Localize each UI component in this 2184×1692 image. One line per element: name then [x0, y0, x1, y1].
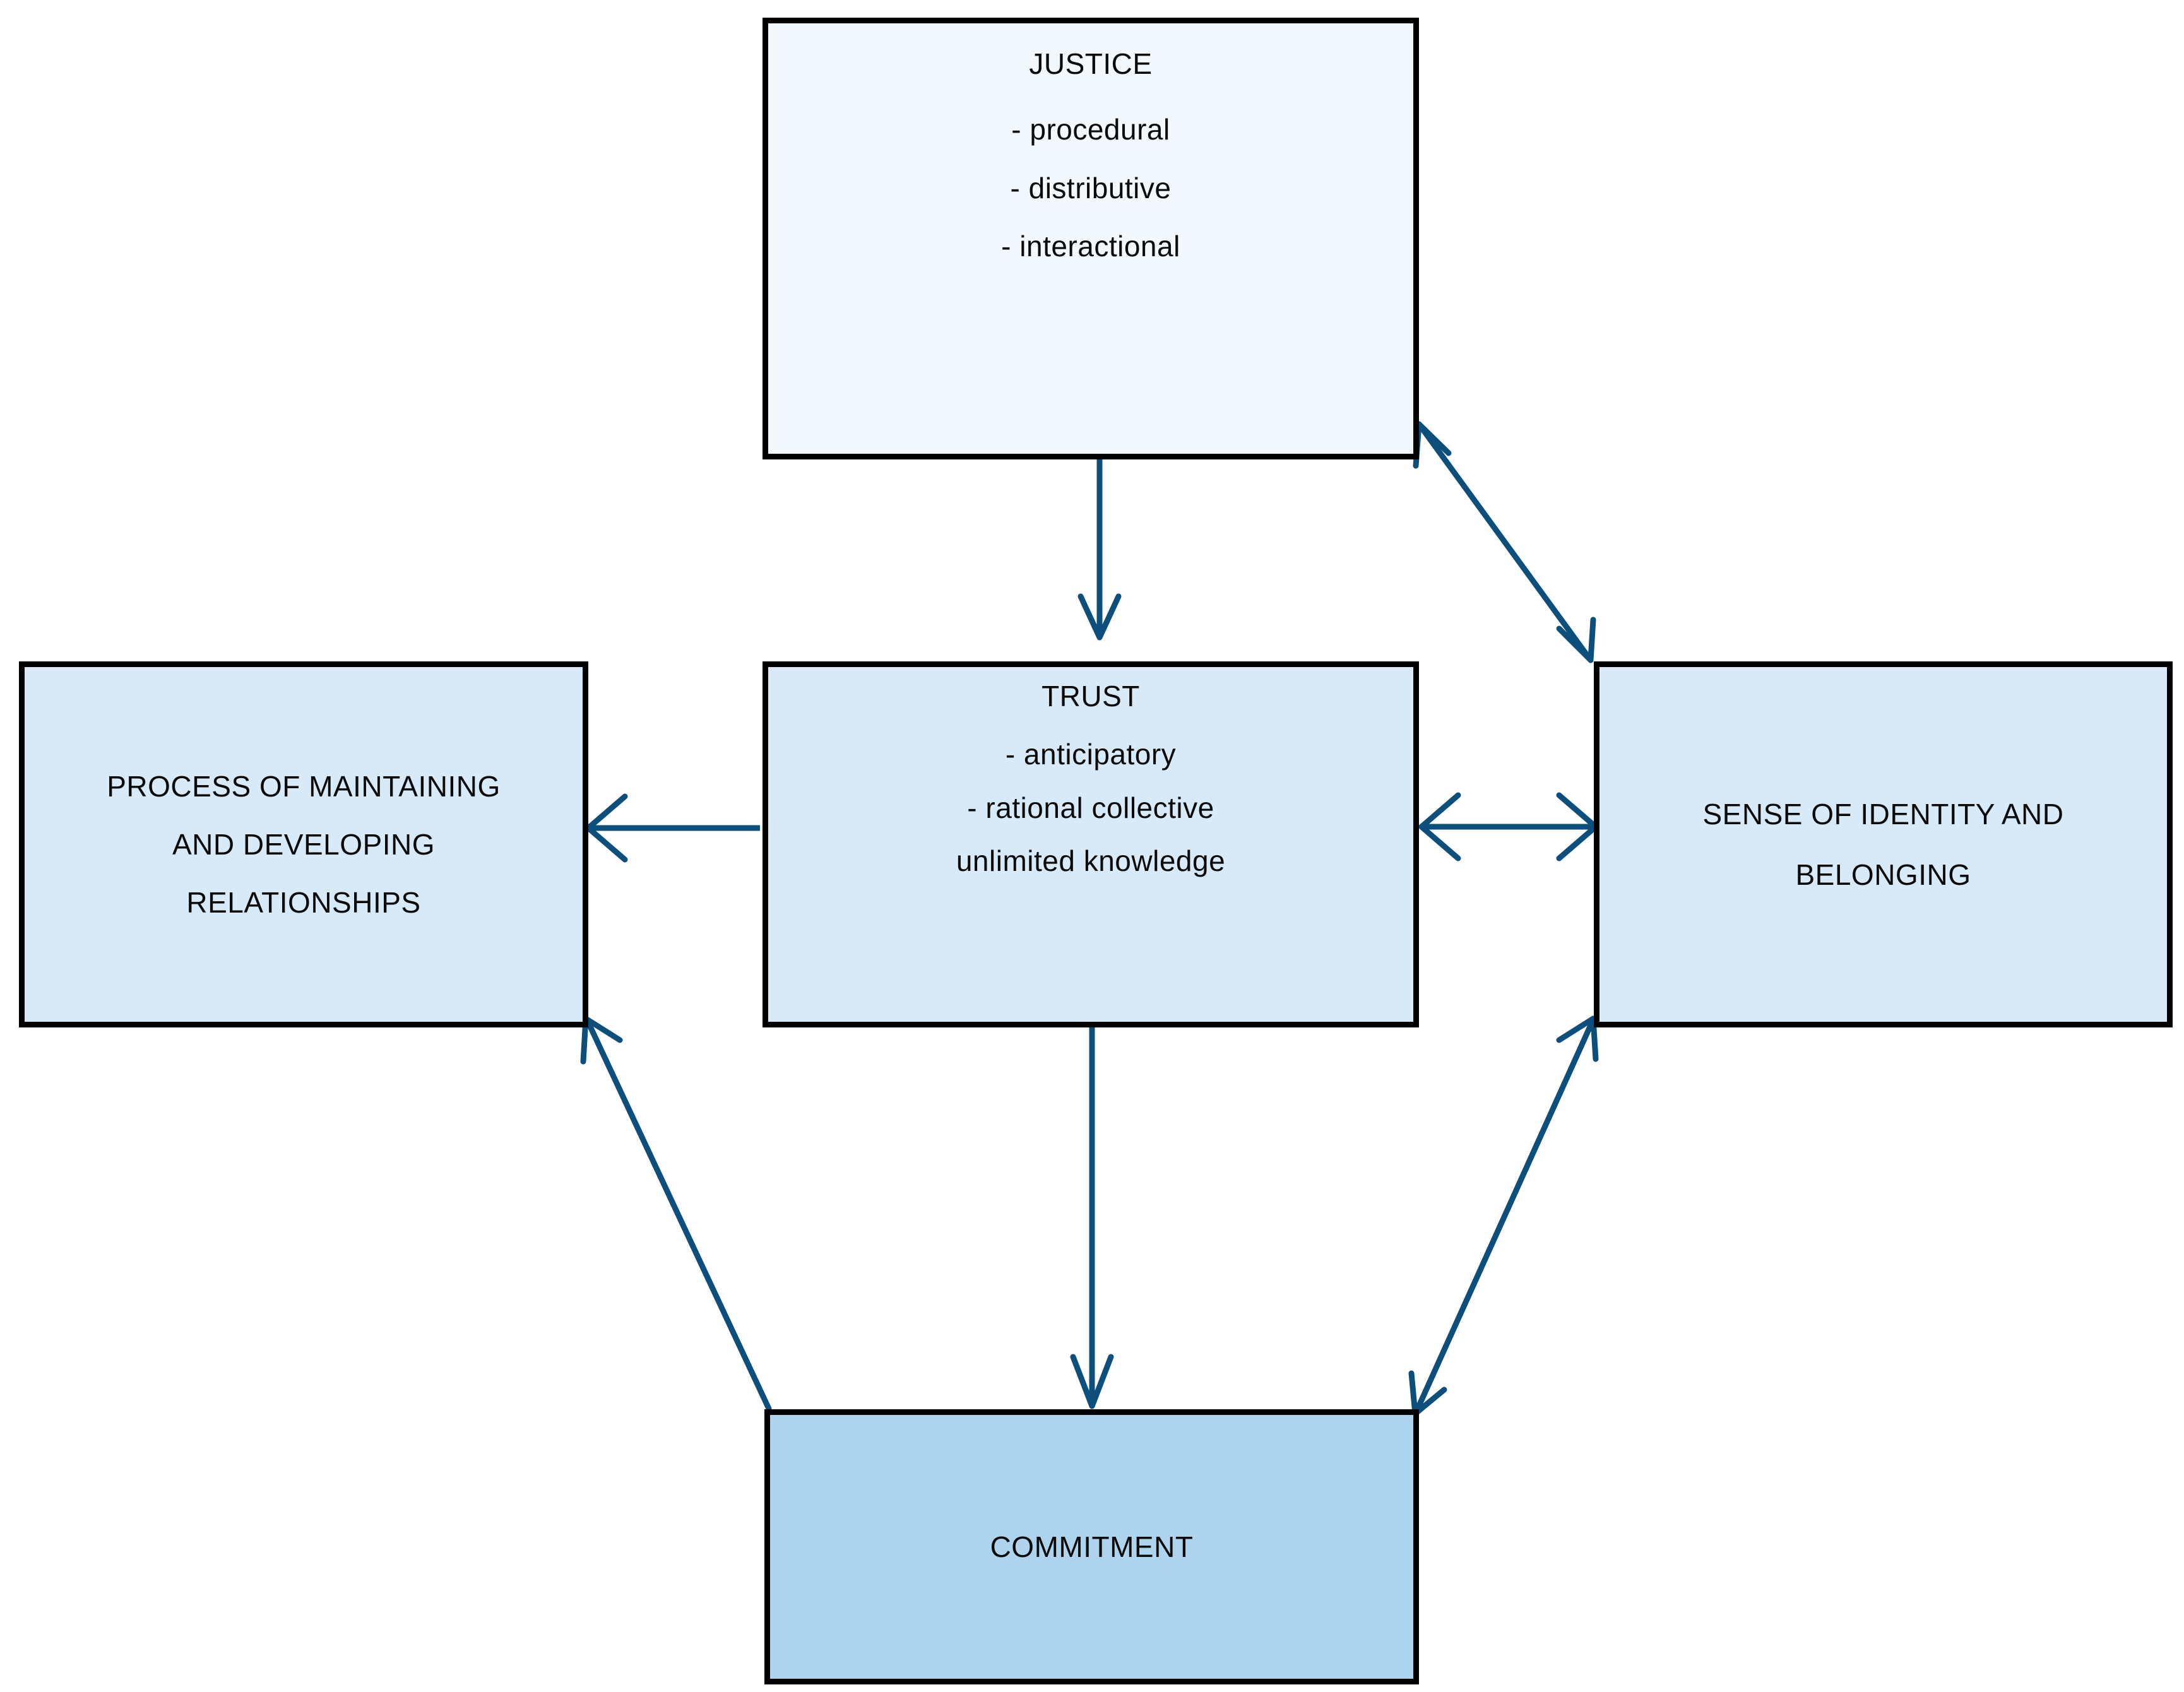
edge-commitment-to-process — [580, 1015, 772, 1412]
edge-trust-to-process — [585, 793, 760, 863]
justice-title: JUSTICE — [1029, 47, 1153, 80]
trust-item-rational-collective: - rational collective — [967, 791, 1214, 824]
trust-title: TRUST — [1042, 680, 1140, 713]
edge-justice-to-identity — [1413, 421, 1596, 663]
edge-trust-to-identity — [1418, 792, 1599, 861]
node-justice[interactable]: JUSTICE - procedural - distributive - in… — [763, 18, 1419, 459]
node-commitment[interactable]: COMMITMENT — [764, 1409, 1419, 1684]
edge-justice-to-trust — [1077, 459, 1122, 641]
justice-item-procedural: - procedural — [1011, 113, 1170, 146]
commitment-title: COMMITMENT — [990, 1530, 1194, 1563]
edge-trust-to-commitment — [1070, 1027, 1114, 1409]
node-sense-of-identity-and-belonging[interactable]: SENSE OF IDENTITY AND BELONGING — [1594, 661, 2173, 1027]
justice-item-interactional: - interactional — [1001, 229, 1180, 263]
process-line-3: RELATIONSHIPS — [186, 886, 421, 920]
node-trust[interactable]: TRUST - anticipatory - rational collecti… — [763, 661, 1419, 1027]
node-process-of-maintaining-relationships[interactable]: PROCESS OF MAINTAINING AND DEVELOPING RE… — [19, 661, 588, 1027]
edge-commitment-to-identity — [1408, 1015, 1599, 1417]
trust-item-anticipatory: - anticipatory — [1005, 738, 1177, 771]
justice-item-distributive: - distributive — [1010, 171, 1172, 204]
trust-item-unlimited-knowledge: unlimited knowledge — [956, 844, 1226, 877]
process-line-1: PROCESS OF MAINTAINING — [107, 769, 501, 803]
process-line-2: AND DEVELOPING — [172, 827, 435, 861]
identity-line-1: SENSE OF IDENTITY AND — [1702, 797, 2064, 831]
identity-line-2: BELONGING — [1795, 858, 1971, 891]
